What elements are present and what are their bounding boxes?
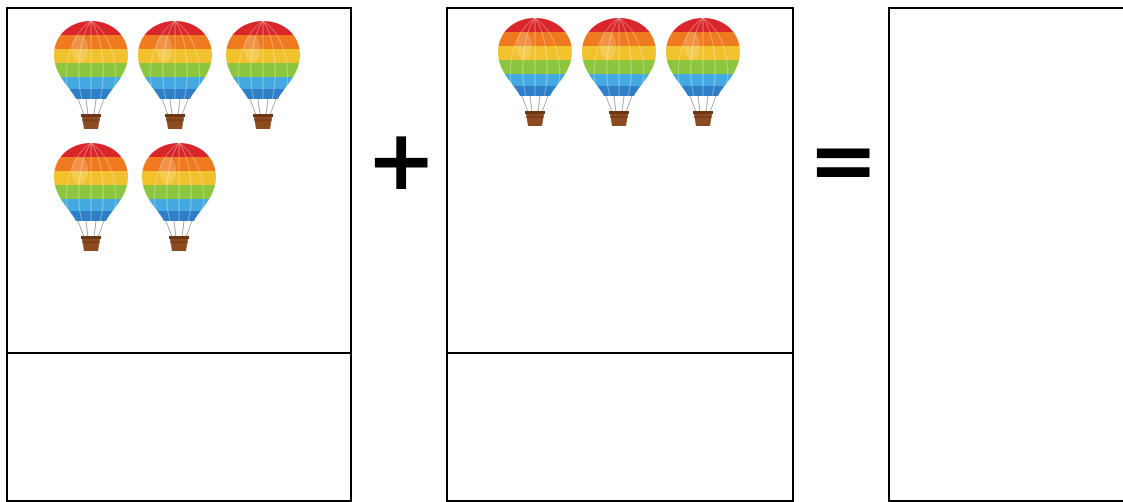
plus-sign: + bbox=[366, 118, 432, 202]
hot-air-balloon-icon bbox=[496, 16, 574, 128]
hot-air-balloon-icon bbox=[224, 19, 302, 131]
second-addend-box bbox=[446, 7, 794, 502]
second-addend-picture-area bbox=[448, 9, 792, 352]
first-addend-box bbox=[6, 7, 352, 502]
hot-air-balloon-icon bbox=[52, 141, 130, 253]
hot-air-balloon-icon bbox=[664, 16, 742, 128]
result-box[interactable] bbox=[888, 7, 1123, 502]
hot-air-balloon-icon bbox=[52, 19, 130, 131]
first-addend-answer-space[interactable] bbox=[8, 354, 350, 500]
first-addend-picture-area bbox=[8, 9, 350, 352]
hot-air-balloon-icon bbox=[580, 16, 658, 128]
equals-sign: = bbox=[808, 118, 874, 202]
hot-air-balloon-icon bbox=[136, 19, 214, 131]
hot-air-balloon-icon bbox=[140, 141, 218, 253]
result-answer-space[interactable] bbox=[890, 9, 1123, 500]
second-addend-answer-space[interactable] bbox=[448, 354, 792, 500]
